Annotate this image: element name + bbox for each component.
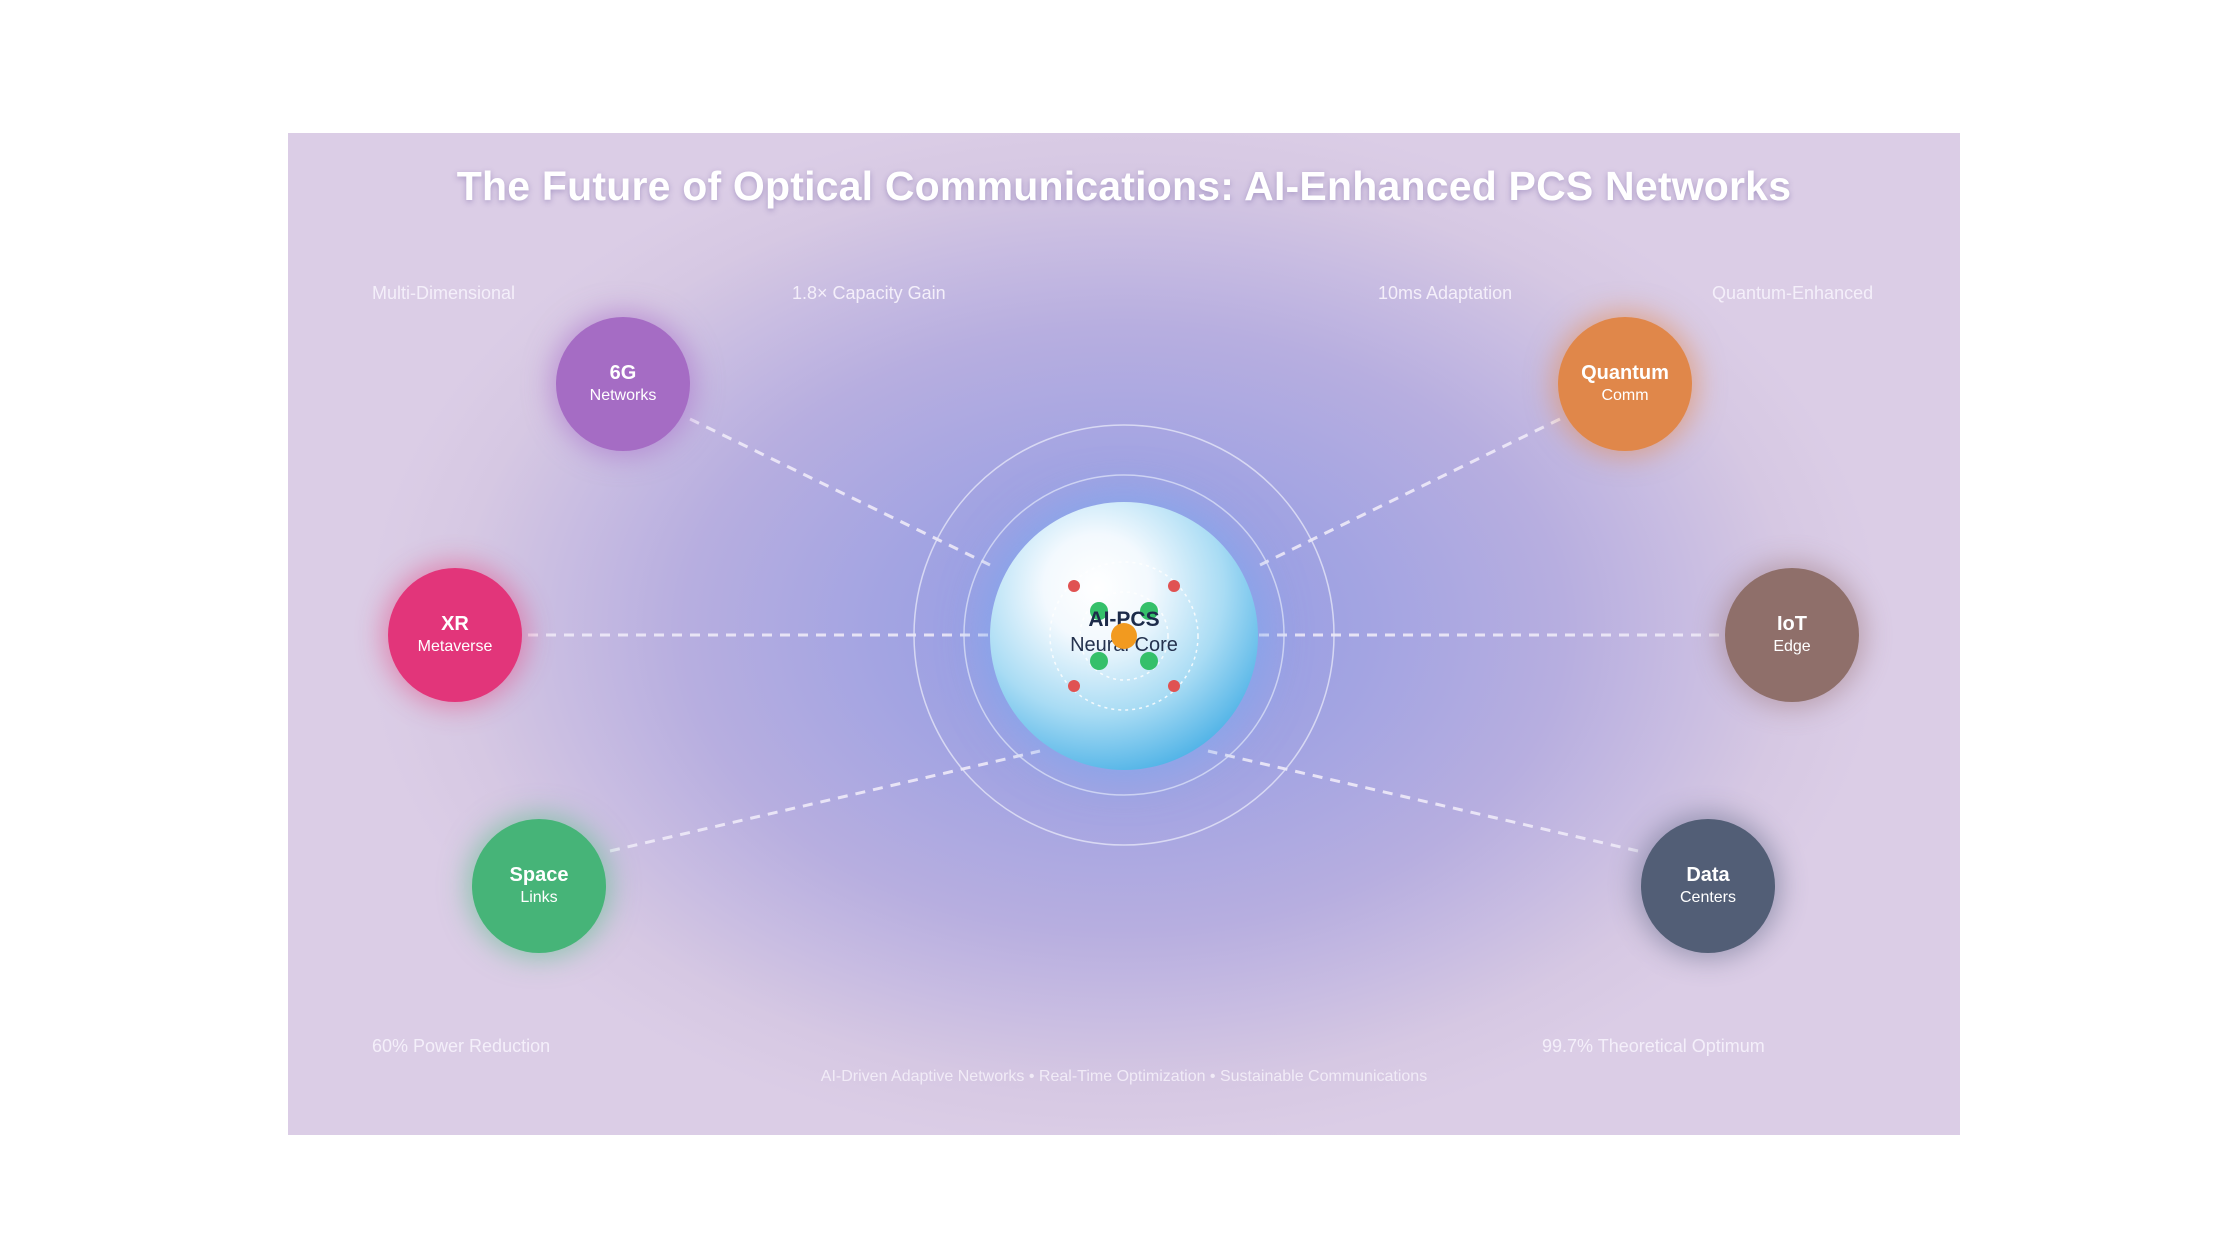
node-subtitle: Comm bbox=[1601, 387, 1649, 404]
node-title: Space bbox=[509, 864, 569, 886]
footer-tagline: AI-Driven Adaptive Networks • Real-Time … bbox=[820, 1068, 1428, 1085]
node-subtitle: Links bbox=[520, 889, 558, 906]
stat-multi-dimensional: Multi-Dimensional bbox=[372, 283, 516, 303]
node-subtitle: Networks bbox=[589, 387, 657, 404]
node-data-centers[interactable]: Data Centers bbox=[1641, 819, 1775, 953]
link-space bbox=[609, 749, 1041, 853]
node-title: 6G bbox=[609, 362, 637, 384]
node-subtitle: Centers bbox=[1679, 889, 1737, 906]
node-title: XR bbox=[441, 613, 469, 635]
neuron-red bbox=[1168, 580, 1180, 592]
node-title: IoT bbox=[1777, 613, 1807, 635]
link-6g bbox=[689, 417, 991, 567]
core-center-dot bbox=[1111, 623, 1137, 649]
diagram-title: The Future of Optical Communications: AI… bbox=[456, 163, 1792, 209]
core-orbit-outer bbox=[1049, 561, 1199, 711]
link-data bbox=[1207, 749, 1639, 853]
node-subtitle: Edge bbox=[1773, 638, 1811, 655]
neural-network-graphic bbox=[1049, 561, 1199, 711]
node-space-links[interactable]: Space Links bbox=[472, 819, 606, 953]
stat-quantum-enhanced: Quantum-Enhanced bbox=[1712, 283, 1874, 303]
node-xr-metaverse[interactable]: XR Metaverse bbox=[388, 568, 522, 702]
inner-ring bbox=[963, 474, 1285, 796]
core-title: AI-PCS bbox=[1088, 608, 1160, 631]
neuron-green bbox=[1090, 602, 1108, 620]
node-iot-edge[interactable]: IoT Edge bbox=[1725, 568, 1859, 702]
stat-capacity-gain: 1.8× Capacity Gain bbox=[792, 283, 946, 303]
neuron-green bbox=[1140, 602, 1158, 620]
node-6g-networks[interactable]: 6G Networks bbox=[556, 317, 690, 451]
connection-lines bbox=[528, 417, 1721, 853]
ai-pcs-core[interactable]: AI-PCS Neural Core bbox=[990, 502, 1258, 770]
stat-theoretical-optimum: 99.7% Theoretical Optimum bbox=[1542, 1036, 1765, 1056]
diagram-panel: The Future of Optical Communications: AI… bbox=[288, 133, 1960, 1135]
neuron-green bbox=[1140, 652, 1158, 670]
node-quantum-comm[interactable]: Quantum Comm bbox=[1558, 317, 1692, 451]
neuron-red bbox=[1068, 580, 1080, 592]
core-orbit-inner bbox=[1079, 591, 1169, 681]
neuron-red bbox=[1068, 680, 1080, 692]
node-subtitle: Metaverse bbox=[417, 638, 493, 655]
link-quantum bbox=[1259, 417, 1561, 567]
stat-power-reduction: 60% Power Reduction bbox=[372, 1036, 551, 1056]
node-title: Data bbox=[1686, 864, 1730, 886]
neuron-green bbox=[1090, 652, 1108, 670]
stat-adaptation: 10ms Adaptation bbox=[1378, 283, 1513, 303]
neuron-red bbox=[1168, 680, 1180, 692]
node-title: Quantum bbox=[1581, 362, 1669, 384]
outer-ring bbox=[913, 424, 1335, 846]
